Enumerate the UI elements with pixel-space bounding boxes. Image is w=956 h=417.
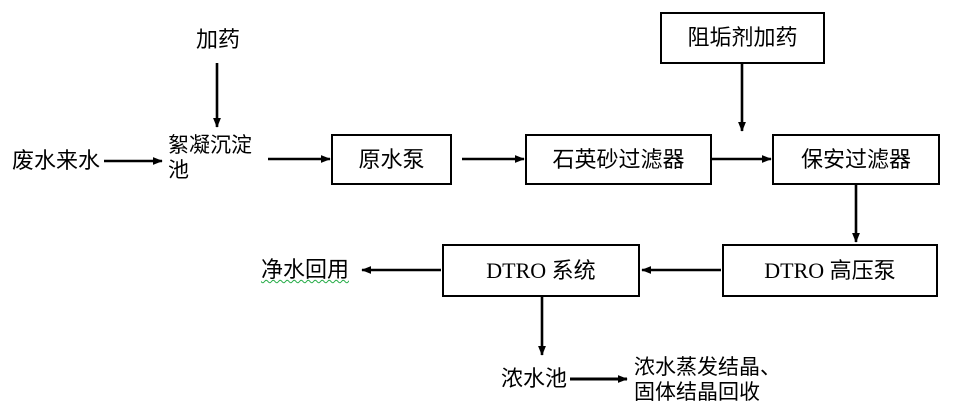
node-raw-water-pump[interactable]: 原水泵 — [331, 134, 452, 185]
node-evaporation-crystallization[interactable]: 浓水蒸发结晶、 固体结晶回收 — [634, 355, 854, 417]
node-concentrate-tank[interactable]: 浓水池 — [496, 361, 572, 397]
node-dtro-high-pressure-pump[interactable]: DTRO 高压泵 — [722, 244, 938, 297]
node-quartz-sand-filter[interactable]: 石英砂过滤器 — [525, 134, 712, 185]
node-dtro-high-pressure-pump-label: DTRO 高压泵 — [764, 257, 896, 283]
node-coagulation-tank[interactable]: 絮凝沉淀 池 — [166, 133, 270, 195]
node-dtro-system-label: DTRO 系统 — [486, 257, 596, 283]
node-influent[interactable]: 废水来水 — [6, 142, 106, 180]
node-coagulation-tank-label: 絮凝沉淀 池 — [168, 133, 252, 182]
node-security-filter[interactable]: 保安过滤器 — [772, 134, 940, 185]
node-influent-label: 废水来水 — [11, 148, 100, 174]
node-dosing[interactable]: 加药 — [186, 20, 250, 60]
node-antiscalant-dosing[interactable]: 阻垢剂加药 — [660, 12, 825, 64]
node-quartz-sand-filter-label: 石英砂过滤器 — [552, 146, 685, 172]
node-antiscalant-dosing-label: 阻垢剂加药 — [687, 25, 798, 51]
node-dosing-label: 加药 — [195, 27, 240, 53]
node-evaporation-crystallization-label: 浓水蒸发结晶、 固体结晶回收 — [634, 355, 781, 404]
node-security-filter-label: 保安过滤器 — [800, 146, 911, 172]
node-clean-water-reuse[interactable]: 净水回用 — [250, 252, 360, 288]
node-dtro-system[interactable]: DTRO 系统 — [442, 244, 640, 297]
node-clean-water-reuse-label: 净水回用 — [260, 257, 349, 283]
node-concentrate-tank-label: 浓水池 — [500, 366, 567, 392]
node-raw-water-pump-label: 原水泵 — [358, 146, 425, 172]
